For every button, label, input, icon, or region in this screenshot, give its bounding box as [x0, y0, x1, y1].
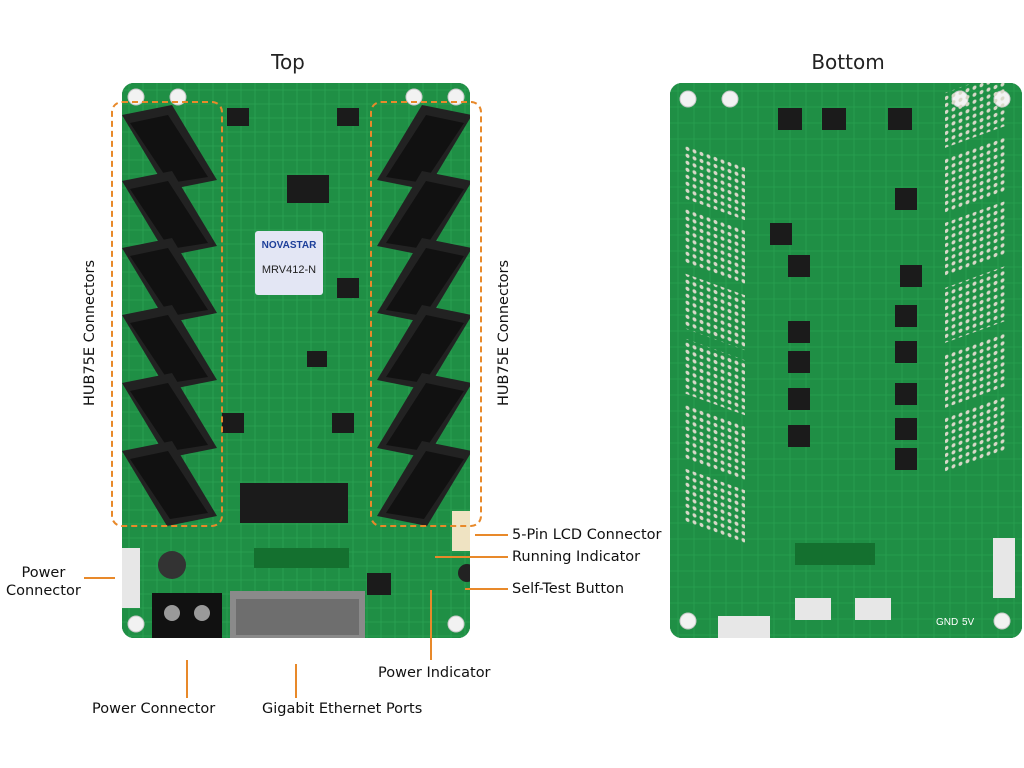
- hub75e-left-label: HUB75E Connectors: [82, 259, 98, 406]
- top-view-title: Top: [271, 50, 305, 74]
- lcd-connector-label: 5-Pin LCD Connector: [512, 527, 662, 543]
- brand-logo: NOVASTAR: [262, 240, 317, 251]
- bottom-board-graphic: GND 5V: [670, 83, 1022, 638]
- power-indicator-label: Power Indicator: [378, 665, 491, 681]
- top-board: NOVASTAR MRV412-N: [122, 83, 470, 638]
- power-connector-left-label: Power Connector: [6, 565, 81, 599]
- bottom-pin-rows: [685, 83, 1005, 546]
- hub75e-right-label: HUB75E Connectors: [496, 259, 512, 406]
- model-label: MRV412-N: [262, 264, 316, 276]
- ethernet-ports-label: Gigabit Ethernet Ports: [262, 701, 423, 717]
- v5-silkscreen-bottom: 5V: [962, 617, 975, 628]
- gnd-silkscreen-bottom: GND: [936, 617, 958, 628]
- bottom-view-title: Bottom: [811, 50, 885, 74]
- power-connector-bottom-label: Power Connector: [92, 701, 216, 717]
- self-test-button-label: Self-Test Button: [512, 581, 625, 597]
- running-indicator-label: Running Indicator: [512, 549, 641, 565]
- bottom-board: GND 5V: [670, 83, 1022, 638]
- top-board-graphic: NOVASTAR MRV412-N: [122, 83, 470, 638]
